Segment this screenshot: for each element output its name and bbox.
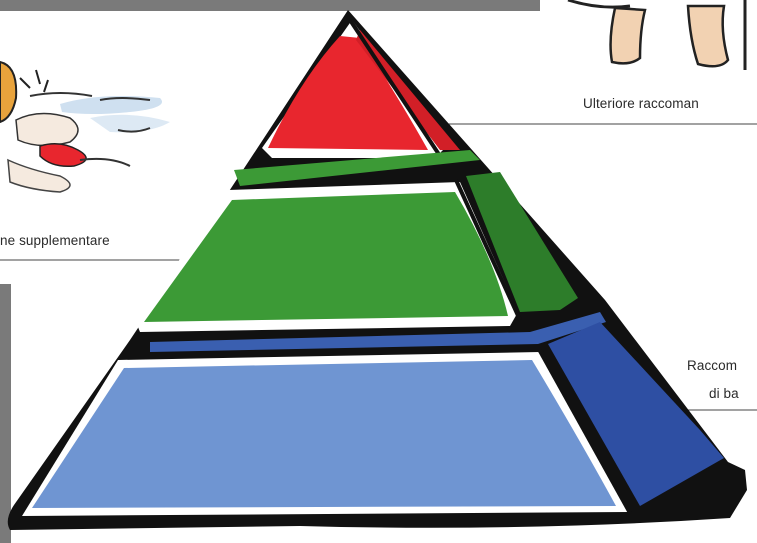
pyramid-tier-top bbox=[262, 20, 460, 158]
label-base-tier-line1: Raccom bbox=[687, 358, 737, 373]
grey-frame-left bbox=[0, 284, 11, 543]
label-middle-tier: ne supplementare bbox=[0, 233, 110, 248]
grey-frame-top bbox=[0, 0, 540, 11]
food-sketch-icon bbox=[0, 62, 170, 192]
label-base-tier-line2: di ba bbox=[709, 386, 739, 401]
figure-legs-icon bbox=[568, 0, 745, 70]
label-top-tier: Ulteriore raccoman bbox=[583, 96, 699, 111]
